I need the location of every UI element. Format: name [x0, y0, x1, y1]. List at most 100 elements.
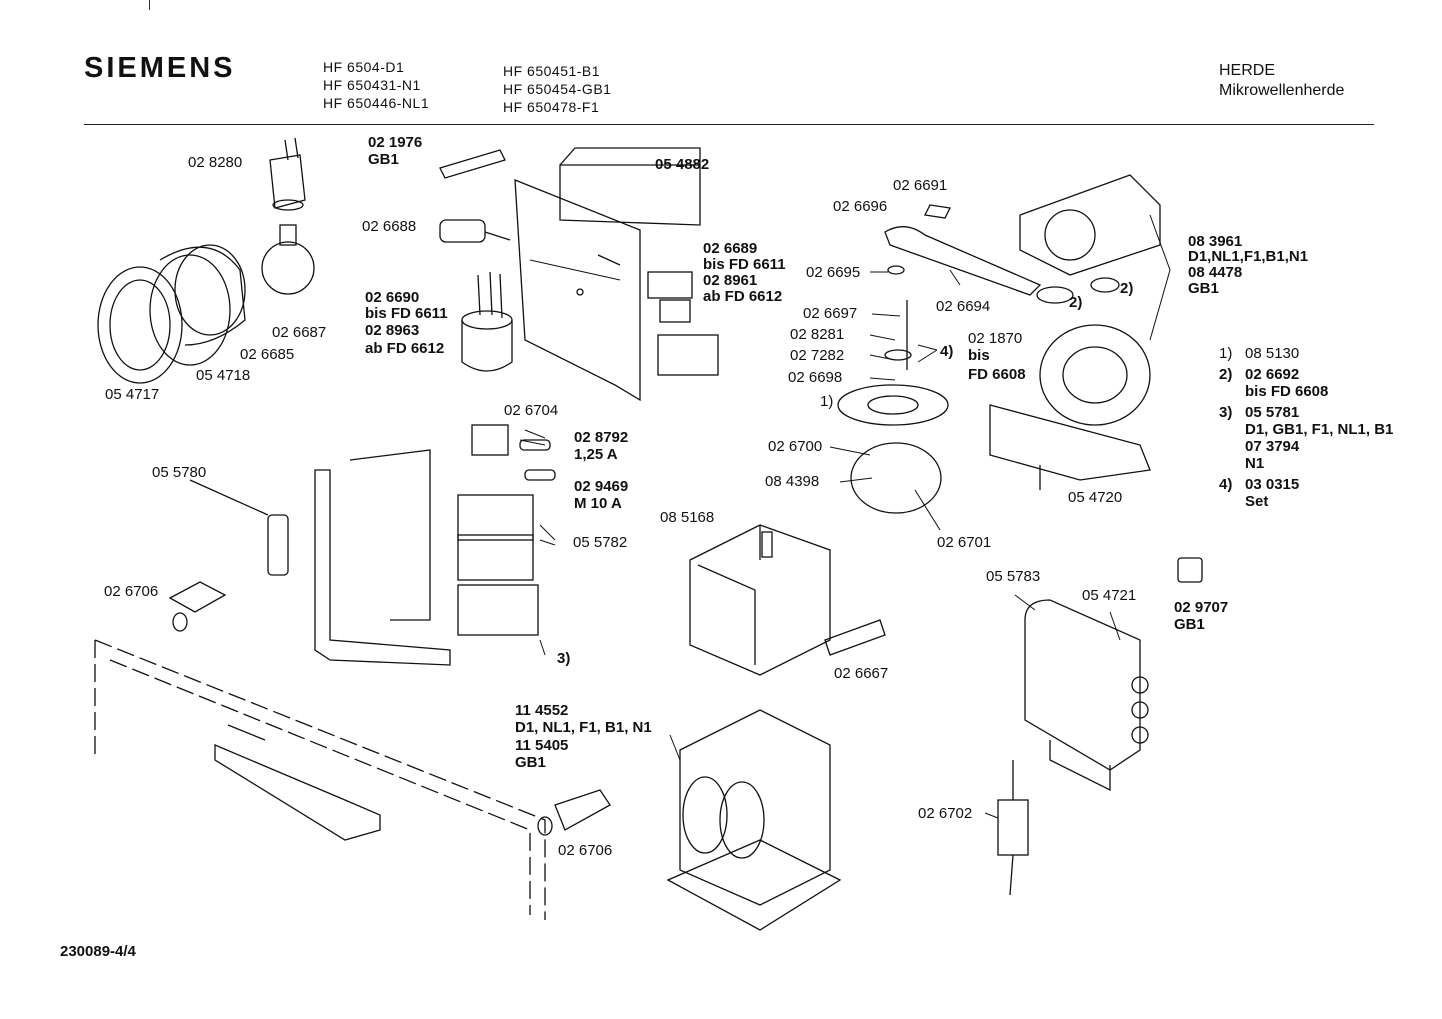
brand-logo: SIEMENS	[84, 52, 236, 84]
part-label: 05 4720	[1068, 489, 1123, 506]
document-number: 230089-4/4	[60, 943, 136, 960]
part-label: 02 6691	[893, 177, 948, 194]
turntable-drive-drawing	[837, 204, 1042, 514]
part-label: 08 4398	[765, 473, 820, 490]
thermal-cutout-drawing	[824, 619, 886, 656]
part-label: 02 6698	[788, 369, 843, 386]
part-label: 02 1870	[968, 330, 1023, 347]
category-heading: HERDE Mikrowellenherde	[1219, 61, 1344, 101]
part-label: 02 6689	[703, 240, 758, 257]
interlock-switch-drawing	[647, 271, 719, 376]
part-label: 02 6704	[504, 402, 559, 419]
part-label: 02 6690	[365, 289, 420, 306]
part-variant: 1,25 A	[574, 446, 618, 463]
lamp-cover-drawing	[97, 244, 246, 384]
legend-item: 3) 05 5781 D1, GB1, F1, NL1, B1 07 3794 …	[1219, 404, 1393, 472]
lamp-socket-drawing	[269, 137, 306, 211]
legend-line: 07 3794	[1245, 438, 1300, 455]
fuse-holder-drawing	[471, 424, 556, 481]
part-label: 02 8281	[790, 326, 845, 343]
part-variant: D1, NL1, F1, B1, N1	[515, 719, 652, 736]
part-label: 02 8963	[365, 322, 420, 339]
part-label: 05 4718	[196, 367, 251, 384]
suppressor-drawing	[439, 219, 511, 243]
door-handle-drawing	[214, 724, 381, 841]
category: HERDE	[1219, 62, 1276, 79]
part-variant: bis FD 6611	[365, 305, 448, 322]
legend-line: D1, GB1, F1, NL1, B1	[1245, 421, 1394, 438]
model-item: HF 650431-N1	[323, 77, 421, 93]
legend-key: 1)	[1219, 345, 1233, 362]
part-variant: ab FD 6612	[703, 288, 783, 305]
chassis-bracket-drawing	[314, 449, 451, 666]
part-label: 05 4721	[1082, 587, 1137, 604]
sensor-drawing	[189, 479, 289, 576]
part-variant: GB1	[515, 754, 546, 771]
part-label: 02 6695	[806, 264, 861, 281]
part-label: 05 5783	[986, 568, 1041, 585]
part-label: 02 6685	[240, 346, 295, 363]
part-label: 02 6706	[558, 842, 613, 859]
model-item: HF 650446-NL1	[323, 95, 430, 111]
part-label: 05 4882	[655, 156, 710, 173]
model-item: HF 650451-B1	[503, 63, 601, 79]
part-label: 02 6706	[104, 583, 159, 600]
part-label: 02 9469	[574, 478, 629, 495]
part-label: 02 6696	[833, 198, 888, 215]
legend-line: 05 5781	[1245, 404, 1300, 421]
legend-item: 4) 03 0315 Set	[1219, 476, 1393, 510]
model-item: HF 650478-F1	[503, 99, 600, 115]
part-footnote-marker: 4)	[940, 343, 954, 360]
header-divider	[84, 124, 1374, 125]
legend-line: bis FD 6608	[1245, 383, 1329, 400]
legend: 1) 08 5130 2) 02 6692 bis FD 6608 3) 05 …	[1219, 345, 1393, 510]
legend-line: 02 6692	[1245, 366, 1300, 383]
legend-key: 3)	[1219, 404, 1233, 421]
part-label: 08 3961	[1188, 233, 1243, 250]
legend-value: 03 0315 Set	[1245, 476, 1299, 510]
part-variant: bis FD 6611	[703, 256, 786, 273]
model-list-1: HF 6504-D1 HF 650431-N1 HF 650446-NL1	[323, 58, 429, 112]
part-label: 02 6701	[937, 534, 992, 551]
part-label: 02 6694	[936, 298, 991, 315]
hv-diode-drawing	[997, 760, 1029, 896]
part-label: 02 8961	[703, 272, 758, 289]
transformer-drawing	[666, 709, 842, 931]
bulb-drawing	[261, 224, 315, 295]
bracket-plate-drawing	[514, 147, 701, 402]
part-label: 02 7282	[790, 347, 845, 364]
part-label: 02 6688	[362, 218, 417, 235]
corner-tick	[149, 0, 150, 10]
magnetron-drawing	[689, 524, 831, 676]
part-variant: GB1	[368, 151, 399, 168]
part-footnote-marker: 1)	[820, 393, 834, 410]
capacitor-drawing	[461, 271, 513, 372]
model-list-2: HF 650451-B1 HF 650454-GB1 HF 650478-F1	[503, 62, 611, 116]
relay-drawing	[457, 494, 539, 636]
blower-drawing	[989, 324, 1151, 490]
part-footnote-marker: 2)	[1069, 294, 1083, 311]
leader-lines	[519, 214, 1171, 819]
part-footnote-marker: 2)	[1120, 280, 1134, 297]
part-variant: M 10 A	[574, 495, 622, 512]
part-label: 02 6687	[272, 324, 327, 341]
legend-key: 2)	[1219, 366, 1233, 383]
part-variant: GB1	[1188, 280, 1219, 297]
door-frame-drawing	[94, 639, 546, 920]
legend-line: N1	[1245, 455, 1265, 472]
part-variant: FD 6608	[968, 366, 1026, 383]
legend-line: Set	[1245, 493, 1269, 510]
part-label: 02 8280	[188, 154, 243, 171]
model-item: HF 6504-D1	[323, 59, 405, 75]
legend-key: 4)	[1219, 476, 1233, 493]
legend-value: 02 6692 bis FD 6608	[1245, 366, 1328, 400]
part-label: 02 8792	[574, 429, 629, 446]
part-label: 08 4478	[1188, 264, 1243, 281]
hv-capacitor-drawing	[1024, 599, 1149, 792]
subcategory: Mikrowellenherde	[1219, 82, 1345, 99]
part-label: 11 4552	[515, 702, 569, 719]
part-label: 08 5168	[660, 509, 715, 526]
legend-line: 03 0315	[1245, 476, 1300, 493]
